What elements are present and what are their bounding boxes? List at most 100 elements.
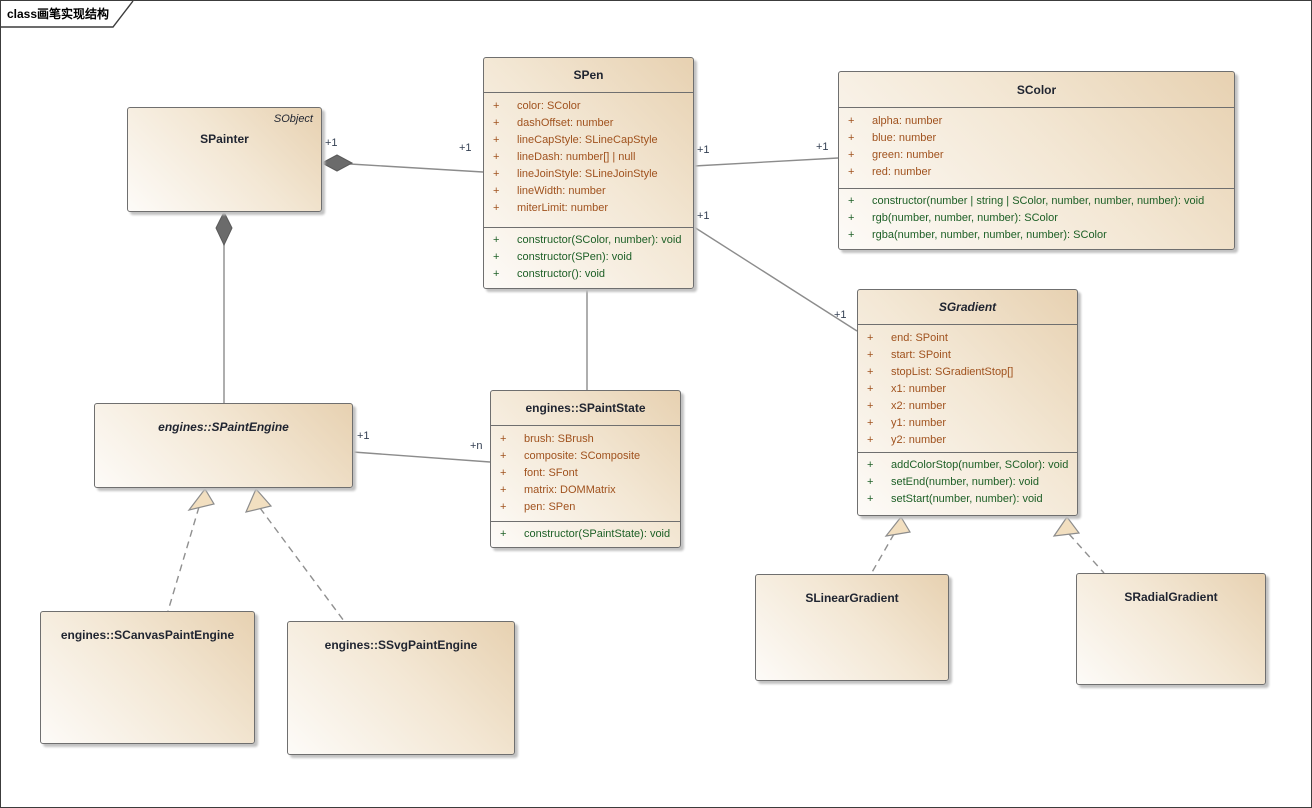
visibility-marker: +	[848, 229, 855, 241]
realization-triangle-sradialgradient	[1052, 515, 1081, 537]
visibility-marker: +	[867, 400, 874, 412]
visibility-marker: +	[848, 149, 855, 161]
realization-sradialgradient-line	[1068, 533, 1105, 574]
visibility-marker: +	[867, 434, 874, 446]
association-spen-sgradient-line	[693, 226, 858, 332]
realization-triangle-scanvaspaintengine	[187, 487, 215, 511]
member-text: color: SColor	[517, 100, 581, 112]
multiplicity-label: +1	[697, 210, 710, 222]
visibility-marker: +	[493, 100, 500, 112]
composition-spainter-spen-line	[349, 163, 484, 173]
member-text: dashOffset: number	[517, 117, 614, 129]
visibility-marker: +	[493, 134, 500, 146]
member-text: setStart(number, number): void	[891, 493, 1043, 505]
attributes-section: +color: SColor +dashOffset: number +line…	[484, 92, 693, 227]
visibility-marker: +	[500, 528, 507, 540]
visibility-marker: +	[848, 132, 855, 144]
visibility-marker: +	[493, 168, 500, 180]
attribute-row: + y1: number	[858, 415, 1077, 432]
class-box-spen[interactable]: SPen +color: SColor +dashOffset: number …	[483, 57, 694, 289]
visibility-marker: +	[500, 484, 507, 496]
attribute-row: + x1: number	[858, 381, 1077, 398]
attribute-row: +pen: SPen	[491, 499, 680, 516]
methods-section: +constructor(number | string | SColor, n…	[839, 188, 1234, 249]
class-box-spaintstate[interactable]: engines::SPaintState +brush: SBrush +com…	[490, 390, 681, 548]
member-text: composite: SComposite	[524, 450, 641, 462]
methods-section: +addColorStop(number, SColor): void +set…	[858, 452, 1077, 515]
attribute-row: +end: SPoint	[858, 330, 1077, 347]
composition-diamond-spainter-spen	[320, 154, 354, 172]
attribute-row: +lineWidth: number	[484, 183, 693, 200]
visibility-marker: +	[500, 501, 507, 513]
member-text: red: number	[872, 166, 932, 178]
method-row: +rgb(number, number, number): SColor	[839, 210, 1234, 227]
member-text: start: SPoint	[891, 349, 951, 361]
visibility-marker: +	[867, 417, 874, 429]
class-box-spainter[interactable]: SObject SPainter	[127, 107, 322, 212]
attributes-section: +end: SPoint +start: SPoint +stopList: S…	[858, 324, 1077, 452]
multiplicity-label: +n	[470, 440, 483, 452]
attribute-row: + font: SFont	[491, 465, 680, 482]
attribute-row: + x2: number	[858, 398, 1077, 415]
attributes-section: + alpha: number +blue: number + green: num…	[839, 107, 1234, 188]
visibility-marker: +	[848, 115, 855, 127]
member-text: alpha: number	[872, 115, 943, 127]
method-row: +constructor(SPaintState): void	[491, 526, 680, 543]
class-box-sradialgradient[interactable]: SRadialGradient	[1076, 573, 1266, 685]
visibility-marker: +	[500, 467, 507, 479]
attribute-row: + matrix: DOMMatrix	[491, 482, 680, 499]
class-name: SRadialGradient	[1124, 590, 1218, 604]
member-text: x1: number	[891, 383, 947, 395]
class-box-slineargradient[interactable]: SLinearGradient	[755, 574, 949, 681]
class-name: engines::SPaintState	[525, 401, 646, 415]
class-box-scolor[interactable]: SColor + alpha: number +blue: number + gre…	[838, 71, 1235, 250]
attribute-row: +brush: SBrush	[491, 431, 680, 448]
member-text: brush: SBrush	[524, 433, 594, 445]
class-name: SPainter	[200, 132, 249, 146]
member-text: green: number	[872, 149, 944, 161]
member-text: lineJoinStyle: SLineJoinStyle	[517, 168, 658, 180]
attributes-section: +brush: SBrush +composite: SComposite +f…	[491, 425, 680, 521]
visibility-marker: +	[493, 268, 500, 280]
class-box-ssvgpaintengine[interactable]: engines::SSvgPaintEngine	[287, 621, 515, 755]
member-text: stopList: SGradientStop[]	[891, 366, 1014, 378]
class-name: SGradient	[938, 300, 997, 314]
realization-scanvaspaintengine-line	[167, 506, 200, 612]
class-name: SPen	[573, 68, 604, 82]
visibility-marker: +	[493, 151, 500, 163]
class-box-scanvaspaintengine[interactable]: engines::SCanvasPaintEngine	[40, 611, 255, 744]
member-text: x2: number	[891, 400, 947, 412]
method-row: +addColorStop(number, SColor): void	[858, 457, 1077, 474]
visibility-marker: +	[867, 383, 874, 395]
visibility-marker: +	[493, 117, 500, 129]
realization-ssvgpaintengine-line	[259, 507, 345, 622]
visibility-marker: +	[848, 212, 855, 224]
member-text: lineCapStyle: SLineCapStyle	[517, 134, 658, 146]
member-text: setEnd(number, number): void	[891, 476, 1039, 488]
class-name: SLinearGradient	[805, 591, 899, 605]
visibility-marker: +	[500, 450, 507, 462]
multiplicity-label: +1	[357, 430, 370, 442]
multiplicity-label: +1	[459, 142, 472, 154]
attribute-row: +blue: number	[839, 130, 1234, 147]
parent-annotation: SObject	[273, 113, 313, 125]
realization-triangle-slineargradient	[884, 515, 911, 537]
visibility-marker: +	[867, 349, 874, 361]
class-box-spaintengine[interactable]: engines::SPaintEngine	[94, 403, 353, 488]
member-text: matrix: DOMMatrix	[524, 484, 616, 496]
member-text: lineWidth: number	[517, 185, 606, 197]
visibility-marker: +	[493, 234, 500, 246]
class-box-sgradient[interactable]: SGradient +end: SPoint +start: SPoint +s…	[857, 289, 1078, 516]
methods-section: +constructor(SColor, number): void +cons…	[484, 227, 693, 288]
attribute-row: + color: SColor	[484, 98, 693, 115]
member-text: font: SFont	[524, 467, 578, 479]
attribute-row: +stopList: SGradientStop[]	[858, 364, 1077, 381]
visibility-marker: +	[867, 332, 874, 344]
attribute-row: + lineDash: number[] | null	[484, 149, 693, 166]
attribute-row: +miterLimit: number	[484, 200, 693, 217]
member-text: addColorStop(number, SColor): void	[891, 459, 1069, 471]
method-row: +setStart(number, number): void	[858, 491, 1077, 508]
member-text: y1: number	[891, 417, 947, 429]
class-name: SColor	[1016, 82, 1057, 97]
member-text: lineDash: number[] | null	[517, 151, 636, 163]
